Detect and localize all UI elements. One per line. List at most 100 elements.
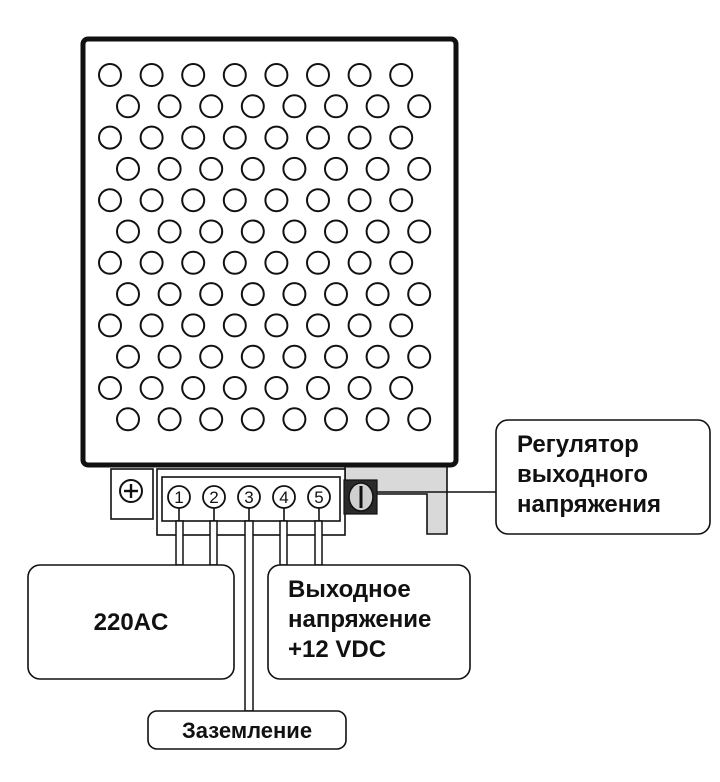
terminal-number: 4 <box>279 488 288 507</box>
vent-hole <box>407 344 432 369</box>
output-label-line-3: +12 VDC <box>288 636 386 663</box>
terminal-number: 5 <box>314 488 323 507</box>
vent-hole <box>389 125 414 150</box>
vent-hole <box>157 219 182 244</box>
vent-hole <box>139 125 164 150</box>
regulator-label-line-3: напряжения <box>517 491 661 518</box>
regulator-label-line-1: Регулятор <box>517 431 639 458</box>
svg-text:Выходное напряжение +1: Выходное напряжение +12 VDC <box>288 576 438 663</box>
vent-hole <box>139 376 164 400</box>
vent-hole <box>199 219 224 244</box>
vent-hole <box>116 282 140 307</box>
vent-hole <box>98 250 122 275</box>
ventilation-holes <box>98 63 432 432</box>
vent-hole <box>116 156 140 181</box>
vent-hole <box>181 250 206 275</box>
vent-hole <box>181 313 206 338</box>
vent-hole <box>282 407 307 432</box>
vent-hole <box>407 156 432 181</box>
vent-hole <box>139 188 164 213</box>
vent-hole <box>139 63 164 87</box>
vent-hole <box>306 188 330 213</box>
vent-hole <box>116 94 140 119</box>
vent-hole <box>365 94 390 119</box>
vent-hole <box>365 344 390 369</box>
vent-hole <box>264 250 289 275</box>
output-voltage-box <box>267 564 471 680</box>
terminal-number: 3 <box>244 488 253 507</box>
vent-hole <box>157 156 182 181</box>
vent-hole <box>282 156 307 181</box>
vent-hole <box>407 219 432 244</box>
vent-hole <box>324 219 348 244</box>
vent-hole <box>306 125 330 150</box>
vent-hole <box>222 125 247 150</box>
output-label-line-2: напряжение <box>288 606 431 633</box>
vent-hole <box>199 282 224 307</box>
vent-hole <box>157 94 182 119</box>
terminal-number: 2 <box>209 488 218 507</box>
svg-text:Регулятор выходного на: Регулятор выходного напряжения <box>517 431 661 518</box>
vent-hole <box>264 63 289 87</box>
vent-hole <box>365 282 390 307</box>
vent-hole <box>365 219 390 244</box>
vent-hole <box>222 188 247 213</box>
vent-hole <box>347 63 372 87</box>
vent-hole <box>347 313 372 338</box>
vent-hole <box>347 188 372 213</box>
terminal-number: 1 <box>174 488 183 507</box>
vent-hole <box>157 282 182 307</box>
vent-hole <box>264 313 289 338</box>
vent-hole <box>222 376 247 400</box>
vent-hole <box>240 94 265 119</box>
ground-wire <box>244 520 254 712</box>
ac-input-label: 220AC <box>94 609 169 636</box>
vent-hole <box>199 156 224 181</box>
vent-hole <box>116 407 140 432</box>
vent-hole <box>306 313 330 338</box>
vent-hole <box>347 376 372 400</box>
vent-hole <box>389 63 414 87</box>
vent-hole <box>181 63 206 87</box>
vent-hole <box>324 344 348 369</box>
vent-hole <box>264 125 289 150</box>
vent-hole <box>282 344 307 369</box>
terminal-4: 4 <box>272 485 296 521</box>
terminal-1: 1 <box>167 485 191 521</box>
vent-hole <box>240 282 265 307</box>
regulator-label-line-2: выходного <box>517 461 648 488</box>
vent-hole <box>306 376 330 400</box>
vent-hole <box>365 156 390 181</box>
vent-hole <box>389 376 414 400</box>
vent-hole <box>240 156 265 181</box>
terminal-3: 3 <box>237 485 261 521</box>
vent-hole <box>240 219 265 244</box>
vent-hole <box>324 156 348 181</box>
ground-screw-icon <box>119 479 143 503</box>
vent-hole <box>306 63 330 87</box>
vent-hole <box>365 407 390 432</box>
vent-hole <box>306 250 330 275</box>
vent-hole <box>324 282 348 307</box>
vent-hole <box>222 313 247 338</box>
ground-label: Заземление <box>182 718 312 743</box>
vent-hole <box>222 63 247 87</box>
vent-hole <box>116 344 140 369</box>
vent-hole <box>282 94 307 119</box>
vent-hole <box>98 313 122 338</box>
trimmer-knob-icon <box>343 479 378 515</box>
vent-hole <box>199 407 224 432</box>
vent-hole <box>324 407 348 432</box>
vent-hole <box>157 344 182 369</box>
vent-hole <box>98 125 122 150</box>
ground-label-box <box>147 710 347 750</box>
vent-hole <box>282 219 307 244</box>
terminal-5: 5 <box>307 485 331 521</box>
vent-hole <box>282 282 307 307</box>
vent-hole <box>181 125 206 150</box>
vent-hole <box>98 63 122 87</box>
vent-hole <box>389 250 414 275</box>
vent-hole <box>389 313 414 338</box>
vent-hole <box>264 188 289 213</box>
